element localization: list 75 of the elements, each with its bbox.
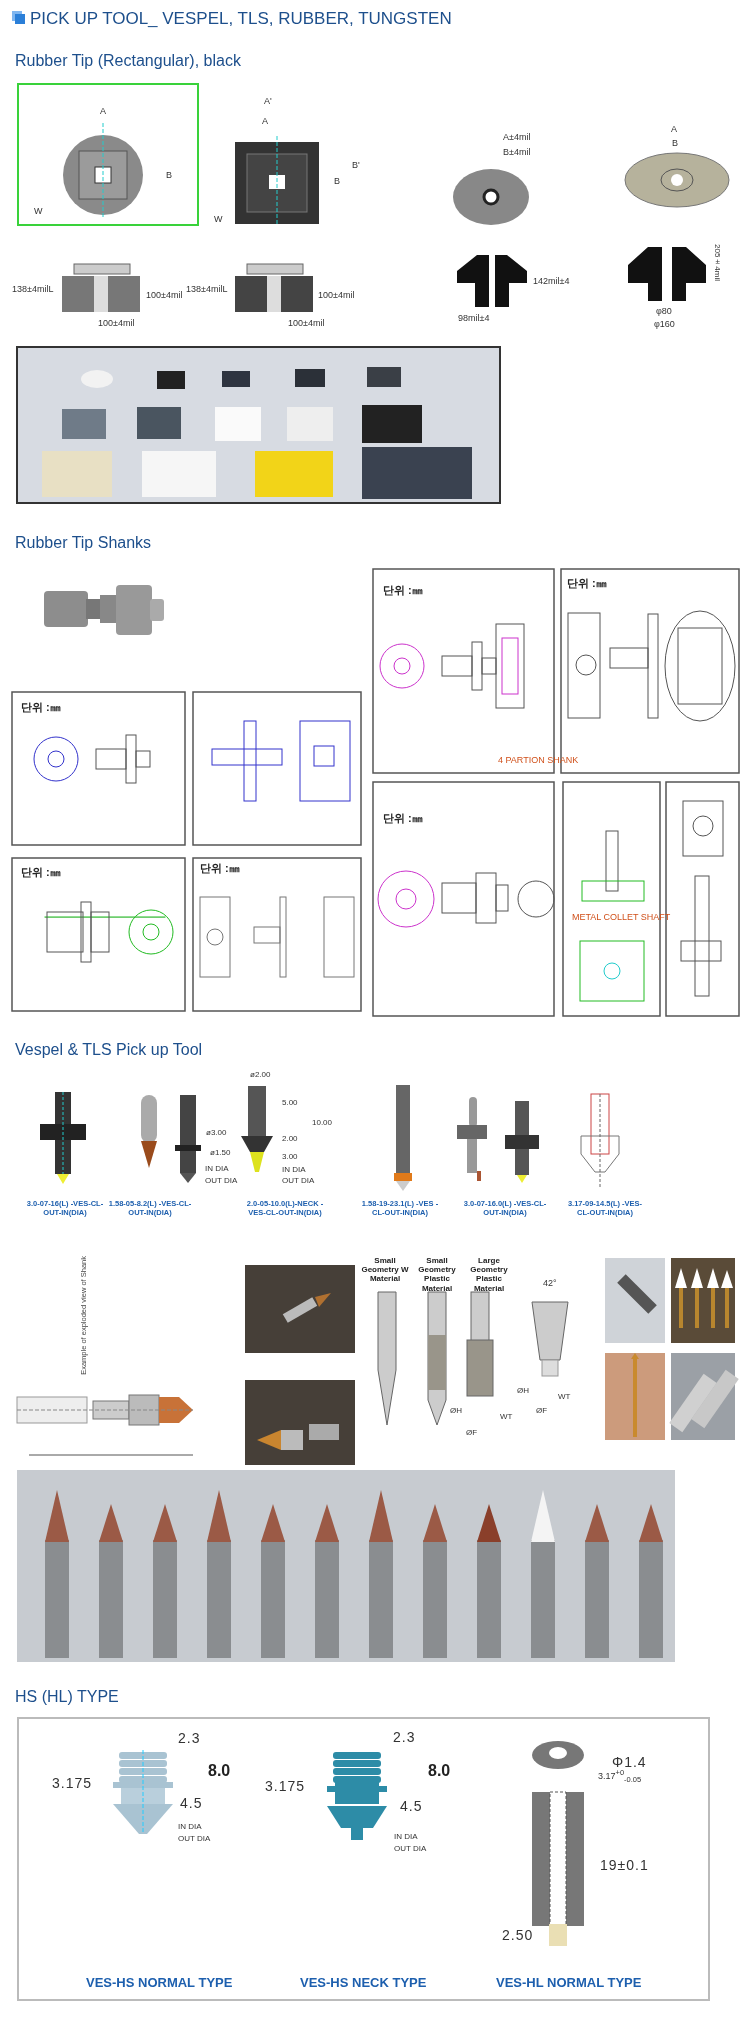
dimension-label: ØH <box>450 1406 462 1416</box>
dimension-label: ØH <box>517 1386 529 1396</box>
dimension-label: 142mil±4 <box>533 276 570 287</box>
dimension-label: 10.00 <box>312 1118 333 1128</box>
dimension-label: 5.00 <box>282 1098 298 1108</box>
dimension-label: IN DIA <box>205 1164 229 1174</box>
dimension-label: 2.50 <box>502 1927 534 1944</box>
dimension-label: 100±4mil <box>98 318 135 329</box>
dimension-label: 8.0 <box>428 1762 451 1781</box>
dimension-label: A±4mil <box>503 132 531 143</box>
dimension-label: 4.5 <box>180 1795 203 1812</box>
dimension-label: 2.3 <box>393 1729 416 1746</box>
section-heading: Rubber Tip Shanks <box>15 534 152 553</box>
type-caption: VES-HS NECK TYPE <box>300 1976 427 1991</box>
geometry-label: Small Geometry W Material <box>361 1256 409 1284</box>
dimension-label: A <box>671 124 677 135</box>
dimension-label: 3.175 <box>265 1778 306 1795</box>
part-name-label: 4 PARTION SHANK <box>498 755 579 766</box>
dimension-label: B <box>334 176 340 187</box>
unit-note: 단위 :㎜ <box>21 866 61 879</box>
dimension-label: OUT DIA <box>394 1844 427 1854</box>
dimension-label: IN DIA <box>282 1165 306 1175</box>
part-name-label: METAL COLLET SHAFT <box>572 912 671 923</box>
dimension-label: ø1.50 <box>210 1148 231 1158</box>
dimension-label: 2.3 <box>178 1730 201 1747</box>
page-title: PICK UP TOOL_ VESPEL, TLS, RUBBER, TUNGSTEN <box>30 9 452 29</box>
dimension-label: 100±4mil <box>288 318 325 329</box>
dimension-label: WT <box>500 1412 513 1422</box>
dimension-label: WT <box>558 1392 571 1402</box>
dimension-label: 3.175 <box>52 1775 93 1792</box>
dimension-label: W <box>214 214 223 225</box>
unit-note: 단위 :㎜ <box>567 577 607 590</box>
unit-note: 단위 :㎜ <box>383 584 423 597</box>
dimension-label: 2.00 <box>282 1134 298 1144</box>
type-caption: VES-HS NORMAL TYPE <box>86 1976 233 1991</box>
section-heading: Rubber Tip (Rectangular), black <box>15 52 241 71</box>
unit-note: 단위 :㎜ <box>21 701 61 714</box>
dimension-label: ø2.00 <box>250 1070 271 1080</box>
dimension-label: OUT DIA <box>178 1834 211 1844</box>
dimension-label: 98mil±4 <box>458 313 490 324</box>
dimension-label: B <box>672 138 678 149</box>
dimension-label: A <box>262 116 268 127</box>
section-heading: HS (HL) TYPE <box>15 1688 119 1707</box>
dimension-label: 42° <box>543 1278 557 1289</box>
dimension-label: ØF <box>536 1406 548 1416</box>
dimension-label: B' <box>352 160 360 171</box>
dimension-label: 4.5 <box>400 1798 423 1815</box>
geometry-label: Small Geometry Plastic Material <box>417 1256 457 1293</box>
dimension-label: ø3.00 <box>206 1128 227 1138</box>
geometry-label: Large Geometry Plastic Material <box>469 1256 509 1293</box>
dimension-label: B±4mil <box>503 147 531 158</box>
dimension-label: φ160 <box>654 319 675 330</box>
dimension-label: 138±4milL <box>12 284 54 295</box>
type-caption: VES-HL NORMAL TYPE <box>496 1976 642 1991</box>
dimension-label: B <box>166 170 172 181</box>
dimension-label: W <box>34 206 43 217</box>
dimension-label: OUT DIA <box>282 1176 315 1186</box>
dimension-label: 205±4mil <box>713 244 723 281</box>
dimension-label: Φ1.4 <box>612 1754 647 1770</box>
section-heading: Vespel & TLS Pick up Tool <box>15 1041 203 1060</box>
unit-note: 단위 :㎜ <box>383 812 423 825</box>
dimension-label: 100±4mil <box>318 290 355 301</box>
dimension-label: IN DIA <box>394 1832 418 1842</box>
dimension-label: 3.00 <box>282 1152 298 1162</box>
unit-note: 단위 :㎜ <box>200 862 240 875</box>
dimension-label: 19±0.1 <box>600 1857 649 1874</box>
dimension-label: ØF <box>466 1428 478 1438</box>
dimension-label: 8.0 <box>208 1762 231 1781</box>
dimension-label: 100±4mil <box>146 290 183 301</box>
dimension-label: OUT DIA <box>205 1176 238 1186</box>
dimension-label: A' <box>264 96 272 107</box>
dimension-label: A <box>100 106 106 117</box>
dimension-label: IN DIA <box>178 1822 202 1832</box>
dimension-label: φ80 <box>656 306 672 317</box>
dimension-label: 138±4milL <box>186 284 228 295</box>
